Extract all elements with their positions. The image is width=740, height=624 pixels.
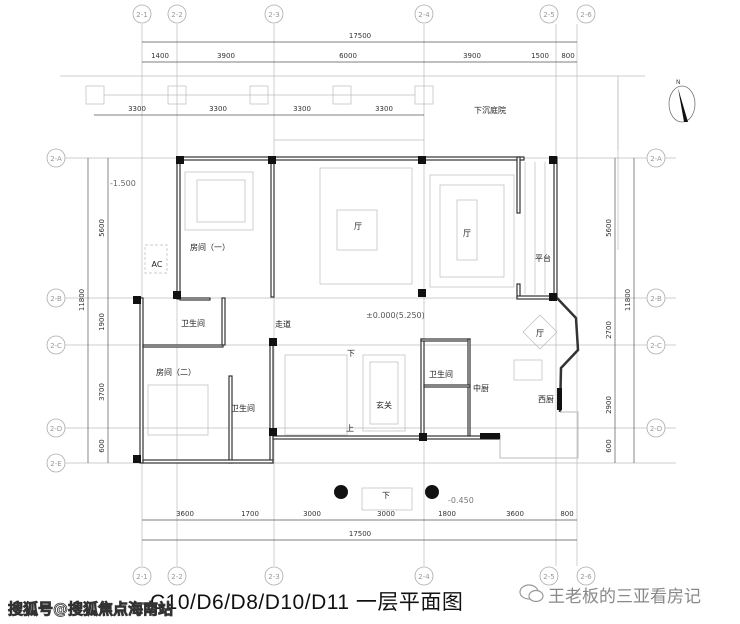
room-living: 厅 — [354, 222, 362, 231]
svg-text:2-C: 2-C — [50, 342, 62, 350]
level-entry: -0.450 — [448, 496, 474, 505]
svg-text:600: 600 — [605, 439, 613, 452]
watermark-left: 搜狐号@搜狐焦点海南站 — [8, 598, 173, 619]
svg-text:3600: 3600 — [176, 510, 194, 518]
svg-text:2-5: 2-5 — [543, 573, 554, 581]
svg-text:3300: 3300 — [209, 105, 227, 113]
svg-text:3300: 3300 — [375, 105, 393, 113]
svg-text:5600: 5600 — [605, 219, 613, 237]
room-chinese-kitchen: 中厨 — [473, 383, 489, 393]
entry-down: 下 — [382, 491, 390, 500]
room-labels: 房间（一） AC 卫生间 走道 房间（二） 卫生间 厅 厅 平台 厅 下 上 卫… — [152, 222, 554, 500]
svg-text:800: 800 — [561, 52, 574, 60]
svg-text:2-5: 2-5 — [543, 11, 554, 19]
svg-text:3000: 3000 — [303, 510, 321, 518]
svg-text:3300: 3300 — [128, 105, 146, 113]
svg-text:1500: 1500 — [531, 52, 549, 60]
grid-lines — [60, 24, 676, 566]
axis-bubbles-right: 2-A 2-B 2-C 2-D — [647, 149, 665, 437]
svg-text:2-2: 2-2 — [171, 573, 182, 581]
svg-text:600: 600 — [98, 439, 106, 452]
room-dining: 厅 — [463, 229, 471, 238]
svg-text:2-B: 2-B — [50, 295, 62, 303]
room-bath-3: 卫生间 — [429, 369, 453, 379]
room-bath-2: 卫生间 — [231, 403, 255, 413]
stair-down: 下 — [347, 349, 355, 358]
stair-up: 上 — [346, 424, 354, 433]
svg-text:3900: 3900 — [217, 52, 235, 60]
svg-text:2-1: 2-1 — [136, 573, 147, 581]
plan-title: C10/D6/D8/D10/D11 一层平面图 — [150, 586, 463, 616]
room-bath-1: 卫生间 — [181, 318, 205, 328]
dimensions-left: 5600 1900 3700 600 11800 — [78, 158, 108, 463]
svg-text:1700: 1700 — [241, 510, 259, 518]
level-sunken: -1.500 — [110, 179, 136, 188]
svg-text:2-E: 2-E — [50, 460, 61, 468]
room-terrace: 平台 — [535, 253, 551, 263]
svg-text:17500: 17500 — [349, 32, 371, 40]
wechat-icon — [518, 582, 546, 604]
svg-text:3700: 3700 — [98, 383, 106, 401]
sunken-courtyard-label: 下沉庭院 — [474, 105, 506, 115]
svg-text:2700: 2700 — [605, 321, 613, 339]
walls — [140, 157, 578, 463]
room-corridor: 走道 — [275, 319, 291, 329]
svg-text:5600: 5600 — [98, 219, 106, 237]
svg-text:2-B: 2-B — [650, 295, 662, 303]
svg-text:800: 800 — [560, 510, 573, 518]
svg-text:2-1: 2-1 — [136, 11, 147, 19]
svg-text:2-D: 2-D — [650, 425, 662, 433]
svg-text:3300: 3300 — [293, 105, 311, 113]
svg-text:11800: 11800 — [624, 289, 632, 311]
dimensions-top: 17500 1400 3900 6000 3900 1500 800 3300 … — [94, 32, 577, 115]
svg-text:2-C: 2-C — [650, 342, 662, 350]
room-ac: AC — [152, 260, 163, 269]
svg-text:2-6: 2-6 — [580, 573, 592, 581]
furniture — [145, 162, 557, 510]
watermark-right: 王老板的三亚看房记 — [548, 582, 701, 607]
room-lounge: 厅 — [536, 329, 544, 338]
svg-text:3900: 3900 — [463, 52, 481, 60]
axis-bubbles-left: 2-A 2-B 2-C 2-D 2-E — [47, 149, 65, 472]
svg-text:11800: 11800 — [78, 289, 86, 311]
svg-text:2-4: 2-4 — [418, 573, 430, 581]
svg-text:2900: 2900 — [605, 396, 613, 414]
room-bedroom-2: 房间（二） — [156, 367, 196, 377]
svg-text:N: N — [676, 79, 681, 86]
svg-text:3600: 3600 — [506, 510, 524, 518]
svg-text:2-4: 2-4 — [418, 11, 430, 19]
svg-text:1900: 1900 — [98, 313, 106, 331]
svg-text:2-D: 2-D — [50, 425, 62, 433]
room-western-kitchen: 西厨 — [538, 395, 554, 404]
svg-text:1400: 1400 — [151, 52, 169, 60]
svg-text:2-A: 2-A — [50, 155, 62, 163]
svg-text:2-A: 2-A — [650, 155, 662, 163]
svg-text:2-3: 2-3 — [268, 11, 279, 19]
svg-text:2-3: 2-3 — [268, 573, 279, 581]
dimensions-right: 5600 2700 2900 600 11800 — [605, 158, 634, 463]
dimensions-bottom: 17500 3600 1700 3000 3000 1800 3600 800 — [142, 510, 577, 540]
svg-text:2-6: 2-6 — [580, 11, 592, 19]
north-arrow-icon: N — [669, 79, 695, 122]
svg-text:17500: 17500 — [349, 530, 371, 538]
svg-text:6000: 6000 — [339, 52, 357, 60]
level-floor: ±0.000(5.250) — [366, 311, 425, 320]
svg-text:2-2: 2-2 — [171, 11, 182, 19]
svg-text:1800: 1800 — [438, 510, 456, 518]
axis-bubbles-top: 2-1 2-2 2-3 2-4 2-5 2-6 — [133, 5, 595, 23]
svg-text:3000: 3000 — [377, 510, 395, 518]
room-foyer: 玄关 — [376, 400, 392, 410]
room-bedroom-1: 房间（一） — [190, 242, 230, 252]
